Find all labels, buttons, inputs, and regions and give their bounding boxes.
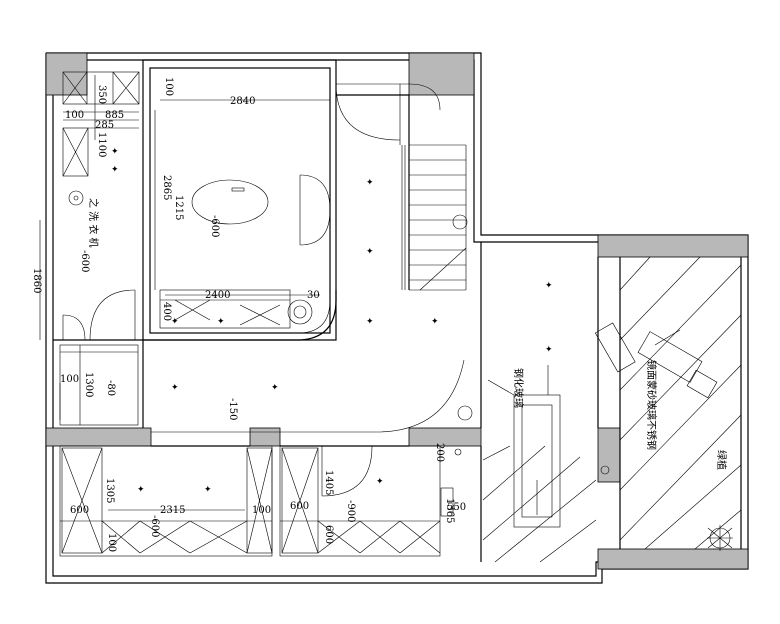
structural-columns [45, 52, 749, 570]
left-cabinets [62, 71, 140, 206]
dim-100-b: 100 [163, 77, 174, 96]
level-600-b: -600 [79, 250, 90, 272]
curved-wall-inner [150, 290, 331, 334]
bathtub [191, 179, 269, 225]
svg-text:✦: ✦ [366, 317, 374, 327]
svg-text:✦: ✦ [366, 178, 374, 188]
dim-1860: 1860 [31, 268, 42, 293]
dimension-labels: 350 100 885 285 1100 100 2840 2865 1215 … [31, 77, 466, 552]
dim-600-c: 600 [323, 525, 334, 544]
glass-hatch [482, 256, 742, 563]
vanity-counter [159, 289, 313, 329]
dim-200: 200 [434, 443, 445, 462]
room-door [299, 174, 331, 246]
dim-600-b: 600 [290, 501, 309, 512]
shoe-cabinet [59, 344, 139, 426]
dim-600-a: 600 [70, 505, 89, 516]
dim-100-e: 100 [106, 533, 117, 552]
svg-text:✦: ✦ [431, 317, 439, 327]
wardrobes [59, 445, 441, 557]
svg-text:✦: ✦ [171, 317, 179, 327]
dim-2840: 2840 [230, 96, 255, 107]
dim-100-d: 100 [252, 505, 271, 516]
level-900-a: -900 [345, 500, 356, 522]
staircase [401, 144, 468, 291]
level-600-a: -600 [209, 215, 220, 237]
svg-text:✦: ✦ [545, 345, 553, 355]
ceiling-lights: ✦ ✦ ✦ ✦ ✦ ✦ ✦ ✦ ✦ ✦ ✦ ✦ ✦ ✦ ✦ [111, 147, 553, 495]
plants [707, 525, 733, 551]
dim-1305: 1305 [104, 478, 115, 503]
dim-550: 550 [447, 502, 466, 513]
level-80: -80 [105, 380, 116, 396]
dim-2400: 2400 [205, 290, 230, 301]
weight-bench [594, 322, 718, 399]
dim-1405: 1405 [323, 470, 334, 495]
svg-text:✦: ✦ [171, 383, 179, 393]
svg-text:✦: ✦ [217, 317, 225, 327]
svg-text:✦: ✦ [204, 485, 212, 495]
dim-1215: 1215 [173, 195, 184, 220]
level-marks: -600 -600 -80 -150 -900 -600 [79, 215, 356, 537]
annotations: 之 洗 衣 机 镜面蒙砂玻璃不锈钢 钢化玻璃 绿植 [87, 198, 728, 470]
dim-2315: 2315 [160, 505, 185, 516]
dim-1365: 1365 [444, 498, 455, 523]
dim-100-c: 100 [60, 374, 79, 385]
dim-100-a: 100 [65, 110, 84, 121]
dimension-lines [39, 75, 330, 511]
plants-label: 绿植 [715, 450, 728, 470]
lobby-curve [151, 359, 465, 433]
dim-30: 30 [307, 290, 320, 301]
treadmill [487, 365, 561, 528]
svg-text:✦: ✦ [366, 247, 374, 257]
exterior-walls [45, 52, 749, 584]
svg-text:✦: ✦ [137, 485, 145, 495]
level-600-c: -600 [149, 515, 160, 537]
dim-400: 400 [161, 302, 172, 321]
dim-1300: 1300 [83, 372, 94, 397]
svg-text:✦: ✦ [376, 477, 384, 487]
dim-2865: 2865 [161, 175, 172, 200]
entry-door [335, 83, 441, 145]
mirror-glass-label: 镜面蒙砂玻璃不锈钢 [645, 360, 658, 450]
dim-285: 285 [95, 120, 114, 131]
utility-door [62, 289, 136, 341]
svg-text:✦: ✦ [271, 383, 279, 393]
level-150: -150 [227, 398, 238, 420]
dim-350: 350 [96, 85, 107, 104]
hall-door [321, 445, 373, 497]
fixtures [440, 405, 610, 517]
tempered-glass-label: 钢化玻璃 [512, 368, 525, 408]
svg-text:✦: ✦ [111, 165, 119, 175]
dim-1100: 1100 [96, 132, 107, 157]
laundry-label: 之 洗 衣 机 [87, 198, 100, 248]
svg-text:✦: ✦ [111, 147, 119, 157]
curved-wall [143, 290, 337, 341]
svg-text:✦: ✦ [545, 281, 553, 291]
dim-885: 885 [105, 110, 124, 121]
